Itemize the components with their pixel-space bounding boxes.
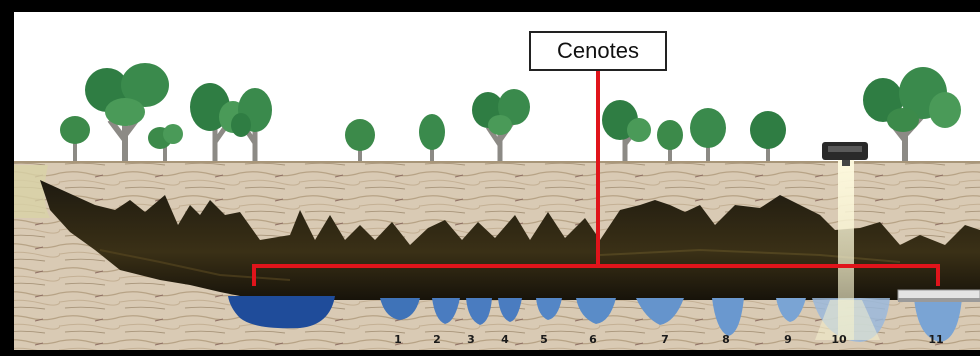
cenotes-label-box: Cenotes [529,31,667,71]
cenote-number-7: 7 [661,333,669,346]
cenote-number-10: 10 [831,333,846,346]
cenote-number-4: 4 [501,333,509,346]
cenote-number-9: 9 [784,333,792,346]
cenote-number-8: 8 [722,333,730,346]
cenote-number-6: 6 [589,333,597,346]
cenote-number-2: 2 [433,333,441,346]
cenote-number-1: 1 [394,333,402,346]
cenote-number-3: 3 [467,333,475,346]
cenote-number-11: 11 [928,333,943,346]
cenote-number-5: 5 [540,333,548,346]
cenotes-title: Cenotes [557,38,639,64]
